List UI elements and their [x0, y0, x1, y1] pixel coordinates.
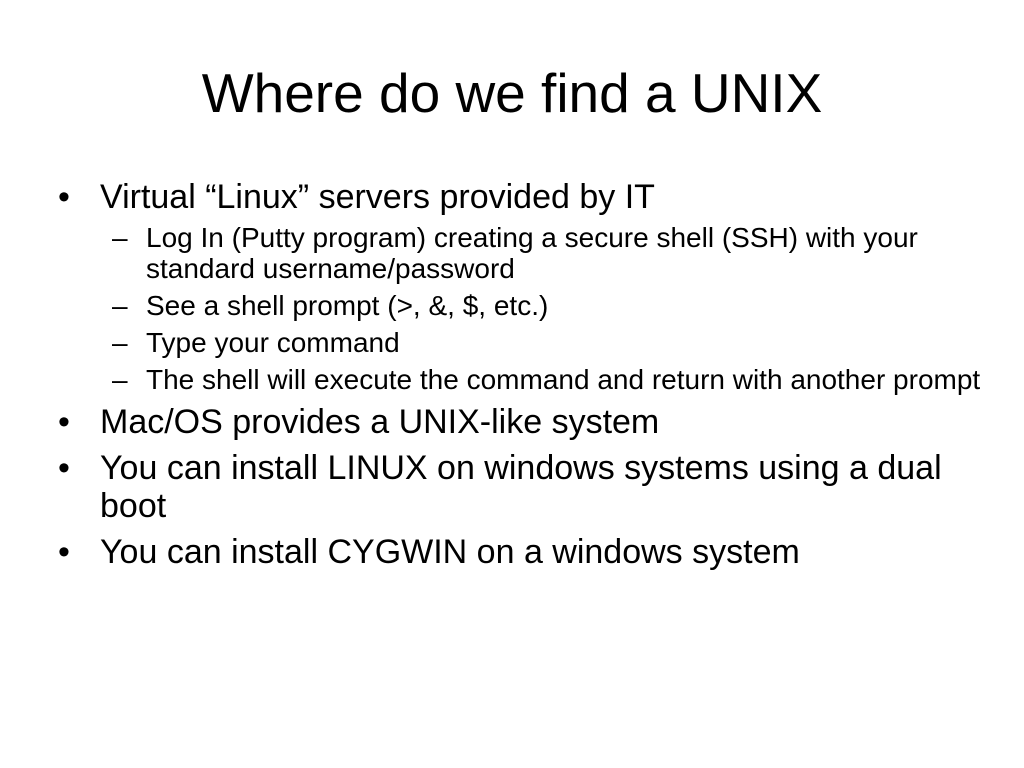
- bullet-text: You can install CYGWIN on a windows syst…: [100, 533, 800, 571]
- sub-bullet-text: The shell will execute the command and r…: [146, 364, 981, 395]
- bullet-item: • Mac/OS provides a UNIX-like system: [58, 403, 988, 441]
- sub-bullet-marker: –: [112, 290, 128, 321]
- bullet-list: • Virtual “Linux” servers provided by IT…: [58, 178, 988, 579]
- sub-bullet-text: Log In (Putty program) creating a secure…: [146, 222, 918, 284]
- bullet-item: • You can install CYGWIN on a windows sy…: [58, 533, 988, 571]
- bullet-text: You can install LINUX on windows systems…: [100, 449, 942, 525]
- bullet-marker: •: [58, 449, 70, 487]
- bullet-item: • Virtual “Linux” servers provided by IT…: [58, 178, 988, 395]
- sub-bullet-marker: –: [112, 222, 128, 253]
- bullet-text: Mac/OS provides a UNIX-like system: [100, 403, 660, 441]
- sub-bullet-text: Type your command: [146, 327, 400, 358]
- sub-bullet-list: – Log In (Putty program) creating a secu…: [100, 222, 988, 395]
- slide-title: Where do we find a UNIX: [201, 62, 823, 124]
- bullet-text: Virtual “Linux” servers provided by IT: [100, 178, 655, 216]
- bullet-item: • You can install LINUX on windows syste…: [58, 449, 988, 525]
- sub-bullet-item: – Log In (Putty program) creating a secu…: [104, 222, 988, 284]
- sub-bullet-text: See a shell prompt (>, &, $, etc.): [146, 290, 549, 321]
- sub-bullet-marker: –: [112, 364, 128, 395]
- bullet-marker: •: [58, 403, 70, 441]
- sub-bullet-marker: –: [112, 327, 128, 358]
- bullet-marker: •: [58, 178, 70, 216]
- sub-bullet-item: – The shell will execute the command and…: [104, 364, 988, 395]
- sub-bullet-item: – Type your command: [104, 327, 988, 358]
- bullet-marker: •: [58, 533, 70, 571]
- sub-bullet-item: – See a shell prompt (>, &, $, etc.): [104, 290, 988, 321]
